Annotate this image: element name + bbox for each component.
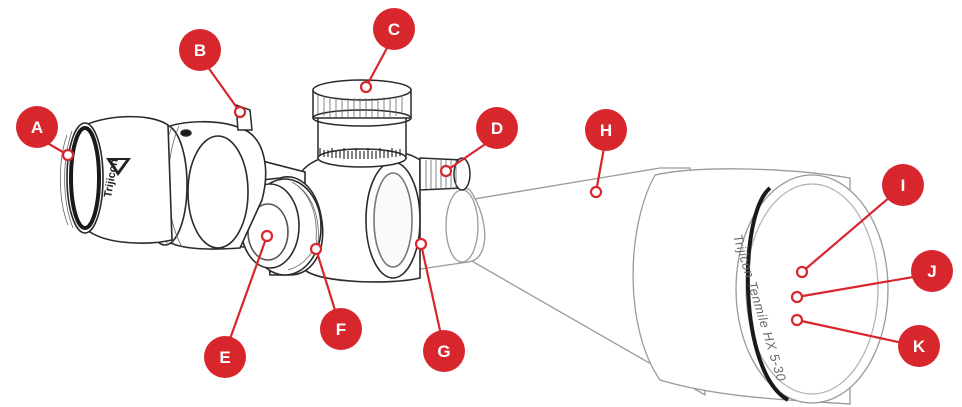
target-b — [235, 107, 245, 117]
callout-c-label: C — [388, 20, 400, 39]
callout-e: E — [204, 336, 246, 378]
callout-i: I — [882, 164, 924, 206]
callout-h: H — [585, 109, 627, 151]
callout-d-label: D — [491, 119, 503, 138]
callout-g: G — [423, 330, 465, 372]
callout-f: F — [320, 308, 362, 350]
callout-a: A — [16, 106, 58, 148]
target-h — [591, 187, 601, 197]
callout-e-label: E — [219, 348, 230, 367]
target-d — [441, 166, 451, 176]
callout-k-label: K — [913, 337, 926, 356]
callout-f-label: F — [336, 320, 346, 339]
target-i — [797, 267, 807, 277]
target-k — [792, 315, 802, 325]
callout-b-label: B — [194, 41, 206, 60]
callout-k: K — [898, 325, 940, 367]
target-f — [311, 244, 321, 254]
callout-j: J — [911, 250, 953, 292]
target-j — [792, 292, 802, 302]
callout-b: B — [179, 29, 221, 71]
eyepiece-body — [67, 117, 172, 243]
callout-h-label: H — [600, 121, 612, 140]
target-g — [416, 239, 426, 249]
callout-d: D — [476, 107, 518, 149]
callout-g-label: G — [437, 342, 450, 361]
target-a — [63, 150, 73, 160]
target-c — [361, 82, 371, 92]
callout-c: C — [373, 8, 415, 50]
callout-j-label: J — [927, 262, 936, 281]
callout-i-label: I — [901, 176, 906, 195]
objective-bell — [468, 168, 888, 404]
callout-a-label: A — [31, 118, 43, 137]
target-e — [262, 231, 272, 241]
